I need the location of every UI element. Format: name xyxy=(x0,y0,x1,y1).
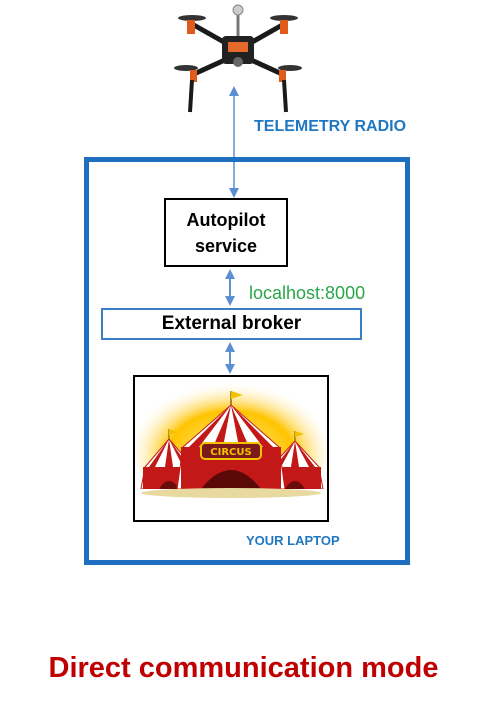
external-broker-label: External broker xyxy=(161,313,302,334)
quadcopter-drone-icon xyxy=(174,4,302,113)
laptop-frame xyxy=(84,157,410,565)
external-broker-box: External broker xyxy=(101,308,362,340)
mode-title: Direct communication mode xyxy=(48,652,439,684)
telemetry-radio-label: TELEMETRY RADIO xyxy=(254,118,407,135)
your-laptop-label: YOUR LAPTOP xyxy=(246,533,340,548)
autopilot-service-box: Autopilot service xyxy=(164,198,288,267)
circus-sign-text: CIRCUS xyxy=(210,447,251,458)
autopilot-service-label: Autopilot service xyxy=(186,209,266,256)
circus-tent-icon: CIRCUS xyxy=(135,381,327,520)
localhost-label: localhost:8000 xyxy=(249,283,366,303)
circus-app-box: CIRCUS xyxy=(133,375,329,522)
